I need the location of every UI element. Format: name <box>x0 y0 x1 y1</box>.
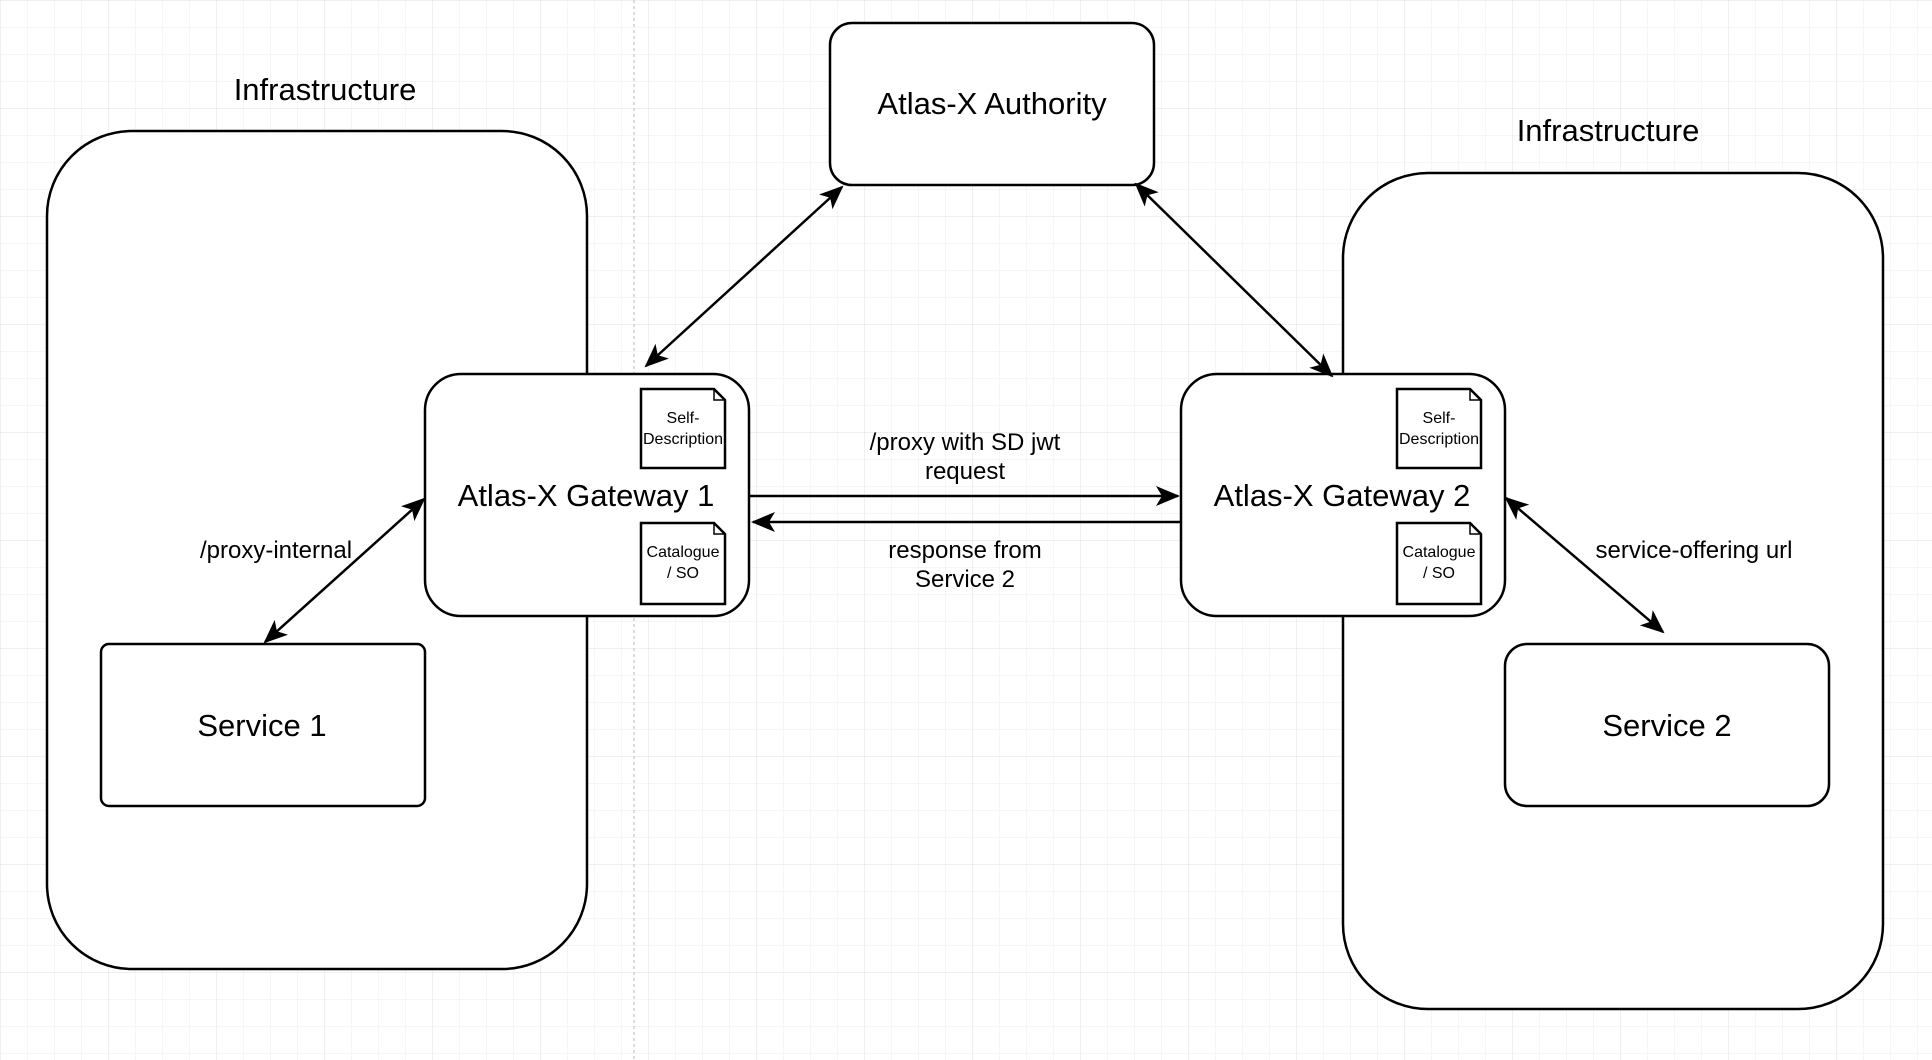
infrastructure-left-title: Infrastructure <box>234 72 417 107</box>
edge-authority-gateway2[interactable] <box>1134 182 1334 378</box>
edge-label-service-offering: service-offering url <box>1596 537 1793 564</box>
edge-gateway2-service2[interactable] <box>1504 496 1665 634</box>
gateway-1-self-description-line1: Self- <box>667 410 700 427</box>
gateway-2-catalogue-line1: Catalogue <box>1403 544 1476 561</box>
service-1-label: Service 1 <box>197 708 326 743</box>
gateway-2-label: Atlas-X Gateway 2 <box>1214 478 1471 513</box>
gateway-1-catalogue-doc[interactable]: Catalogue / SO <box>639 521 727 606</box>
edge-gateway1-authority[interactable] <box>644 185 844 368</box>
authority-node[interactable]: Atlas-X Authority <box>828 21 1156 187</box>
service-2-node[interactable]: Service 2 <box>1503 642 1831 808</box>
edge-label-proxy-internal: /proxy-internal <box>200 537 352 564</box>
gateway-2-node[interactable]: Atlas-X Gateway 2 Self- Description Cata… <box>1179 372 1507 618</box>
gateway-2-catalogue-line2: / SO <box>1423 565 1455 582</box>
gateway-1-self-description-doc[interactable]: Self- Description <box>639 387 727 470</box>
gateway-1-catalogue-line2: / SO <box>667 565 699 582</box>
edge-label-response-line1: response from <box>888 537 1041 564</box>
gateway-1-label: Atlas-X Gateway 1 <box>458 478 715 513</box>
gateway-2-catalogue-doc[interactable]: Catalogue / SO <box>1395 521 1483 606</box>
infrastructure-right-title: Infrastructure <box>1517 113 1700 148</box>
gateway-2-self-description-line1: Self- <box>1423 410 1456 427</box>
gateway-1-self-description-line2: Description <box>643 431 723 448</box>
gateway-2-self-description-line2: Description <box>1399 431 1479 448</box>
edge-label-proxy-request-line2: request <box>925 458 1005 485</box>
gateway-1-node[interactable]: Atlas-X Gateway 1 Self- Description Cata… <box>423 372 751 618</box>
edge-label-proxy-request-line1: /proxy with SD jwt <box>870 429 1061 456</box>
authority-label: Atlas-X Authority <box>877 86 1107 121</box>
edge-label-response-line2: Service 2 <box>915 566 1015 593</box>
service-1-node[interactable]: Service 1 <box>99 642 427 808</box>
gateway-2-self-description-doc[interactable]: Self- Description <box>1395 387 1483 470</box>
service-2-label: Service 2 <box>1602 708 1731 743</box>
gateway-1-catalogue-line1: Catalogue <box>647 544 720 561</box>
edge-service1-gateway1[interactable] <box>263 497 426 644</box>
